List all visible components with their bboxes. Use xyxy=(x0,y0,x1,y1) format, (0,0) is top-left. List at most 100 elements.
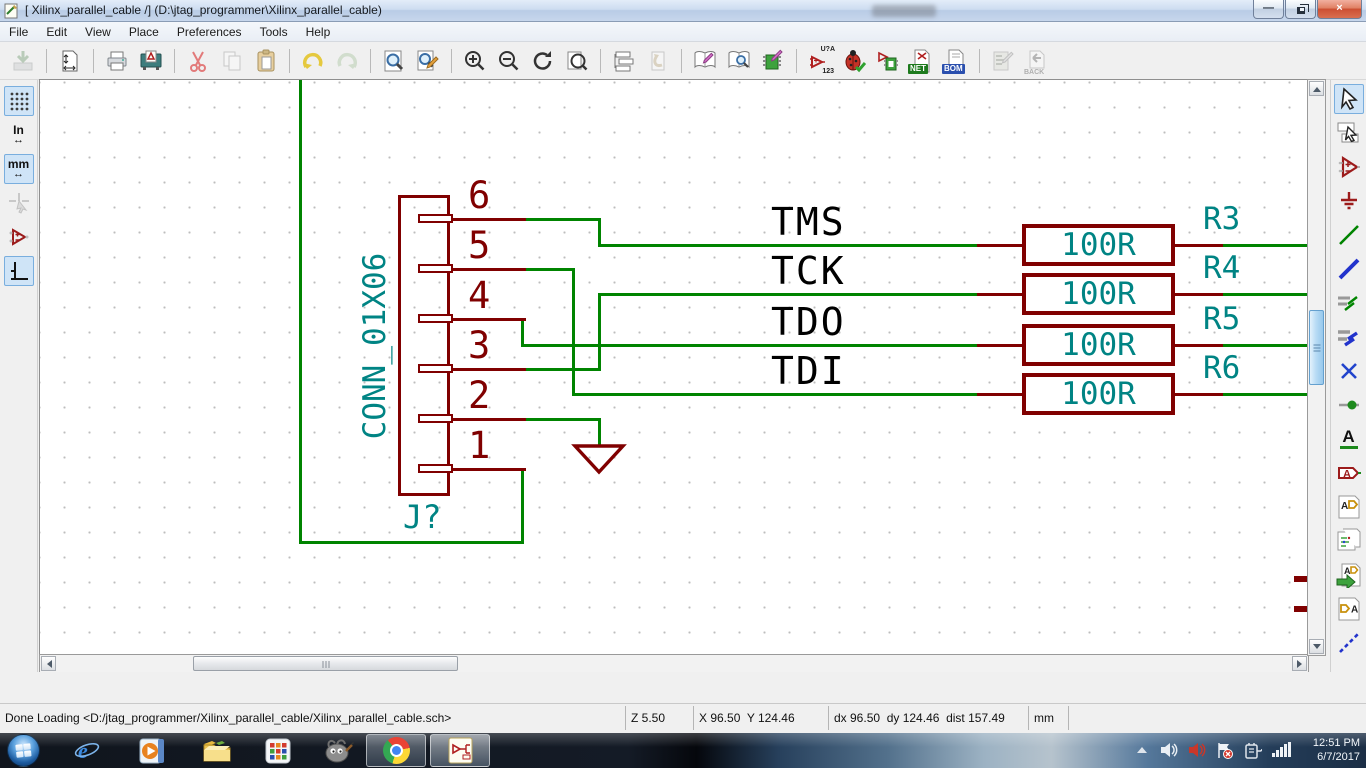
taskbar-chrome[interactable] xyxy=(366,734,426,767)
select-tool-button[interactable] xyxy=(1333,84,1364,114)
assign-footprints-button[interactable] xyxy=(873,46,903,76)
connector-value[interactable]: CONN_01X06 xyxy=(357,252,393,440)
net-label-tck[interactable]: TCK xyxy=(771,249,846,293)
minimize-button[interactable]: — xyxy=(1253,0,1284,19)
place-sheet-pin-button[interactable]: A xyxy=(1334,594,1364,624)
taskbar-media-player[interactable] xyxy=(125,734,179,767)
volume-mixer-icon[interactable] xyxy=(1188,742,1206,758)
pin-line[interactable] xyxy=(450,268,526,271)
resistor-lead[interactable] xyxy=(1174,293,1223,296)
resistor-lead[interactable] xyxy=(977,393,1023,396)
net-label-tdi[interactable]: TDI xyxy=(771,349,846,393)
units-inches-button[interactable]: In↔ xyxy=(4,120,34,150)
leave-sheet-button[interactable] xyxy=(643,46,673,76)
scroll-left-arrow[interactable] xyxy=(41,656,56,671)
save-button[interactable] xyxy=(8,46,38,76)
pin-line[interactable] xyxy=(450,468,526,471)
restore-button[interactable] xyxy=(1285,0,1316,19)
wire-segment[interactable] xyxy=(1222,244,1308,247)
wire-segment[interactable] xyxy=(598,293,601,371)
place-global-label-button[interactable]: A xyxy=(1334,458,1364,488)
zoom-fit-button[interactable] xyxy=(562,46,592,76)
vertical-scrollbar[interactable] xyxy=(1308,80,1325,655)
resistor-r6[interactable]: 100R xyxy=(1022,373,1175,415)
place-hierarchical-sheet-button[interactable] xyxy=(1334,526,1364,556)
scroll-down-arrow[interactable] xyxy=(1309,639,1324,654)
horizontal-scrollbar[interactable] xyxy=(40,655,1308,672)
place-graphic-line-button[interactable] xyxy=(1334,628,1364,658)
hierarchy-navigator-button[interactable] xyxy=(609,46,639,76)
show-hidden-pins-button[interactable] xyxy=(4,222,34,252)
schematic-canvas[interactable]: 6 5 4 3 2 1 CONN_01X06 J? TMS TCK TDO TD… xyxy=(40,80,1308,655)
tray-expand-icon[interactable] xyxy=(1136,745,1148,755)
wire-segment[interactable] xyxy=(299,541,524,544)
wire-tdi[interactable] xyxy=(572,393,978,396)
redraw-button[interactable] xyxy=(528,46,558,76)
print-button[interactable] xyxy=(102,46,132,76)
menu-preferences[interactable]: Preferences xyxy=(176,24,242,39)
erc-check-button[interactable] xyxy=(839,46,869,76)
wire-segment[interactable] xyxy=(521,469,524,544)
place-junction-button[interactable] xyxy=(1334,390,1364,420)
resistor-r4[interactable]: 100R xyxy=(1022,273,1175,315)
resistor-lead[interactable] xyxy=(977,244,1023,247)
taskbar-explorer[interactable] xyxy=(190,734,244,767)
wire-segment[interactable] xyxy=(598,418,601,446)
wire-segment[interactable] xyxy=(1222,344,1308,347)
resistor-lead[interactable] xyxy=(1174,344,1223,347)
place-bus-button[interactable] xyxy=(1334,254,1364,284)
close-button[interactable]: × xyxy=(1317,0,1362,19)
wire-segment[interactable] xyxy=(521,318,524,347)
start-button[interactable] xyxy=(7,734,40,767)
cut-button[interactable] xyxy=(183,46,213,76)
resistor-reference[interactable]: R3 xyxy=(1203,201,1241,237)
taskbar-internet-explorer[interactable]: e xyxy=(60,734,114,767)
menu-edit[interactable]: Edit xyxy=(46,24,68,39)
grid-toggle-button[interactable] xyxy=(3,86,34,116)
resistor-lead[interactable] xyxy=(1174,244,1223,247)
wire-segment[interactable] xyxy=(524,368,601,371)
connector-body[interactable] xyxy=(398,195,450,496)
resistor-reference[interactable]: R4 xyxy=(1203,250,1241,286)
run-pcbnew-button[interactable] xyxy=(988,46,1018,76)
units-mm-button[interactable]: mm↔ xyxy=(3,154,34,184)
copy-button[interactable] xyxy=(217,46,247,76)
wire-segment[interactable] xyxy=(524,268,575,271)
wire-tms[interactable] xyxy=(598,244,978,247)
highlight-net-button[interactable] xyxy=(1334,118,1364,148)
volume-icon[interactable] xyxy=(1160,742,1178,758)
wire-segment[interactable] xyxy=(572,268,575,396)
scroll-right-arrow[interactable] xyxy=(1292,656,1307,671)
zoom-out-button[interactable] xyxy=(494,46,524,76)
library-browser-button[interactable] xyxy=(724,46,754,76)
action-center-icon[interactable] xyxy=(1216,742,1234,759)
bom-button[interactable]: BOM xyxy=(941,46,971,76)
connector-reference[interactable]: J? xyxy=(403,498,442,536)
import-sheet-pin-button[interactable]: A xyxy=(1334,560,1364,590)
find-replace-button[interactable] xyxy=(413,46,443,76)
scroll-up-arrow[interactable] xyxy=(1309,81,1324,96)
netlist-button[interactable]: NET xyxy=(907,46,937,76)
cursor-shape-button[interactable] xyxy=(4,188,34,218)
wire-segment[interactable] xyxy=(524,218,601,221)
pin-line[interactable] xyxy=(450,368,526,371)
redo-button[interactable] xyxy=(332,46,362,76)
find-button[interactable] xyxy=(379,46,409,76)
undo-button[interactable] xyxy=(298,46,328,76)
menu-file[interactable]: File xyxy=(9,24,29,39)
vertical-scroll-thumb[interactable] xyxy=(1309,310,1324,385)
resistor-r3[interactable]: 100R xyxy=(1022,224,1175,266)
page-settings-button[interactable] xyxy=(55,46,85,76)
wire-segment[interactable] xyxy=(1222,393,1308,396)
zoom-in-button[interactable] xyxy=(460,46,490,76)
net-label-tms[interactable]: TMS xyxy=(771,200,846,244)
wire-segment[interactable] xyxy=(299,80,302,544)
place-power-port-button[interactable] xyxy=(1334,186,1364,216)
gnd-symbol[interactable] xyxy=(571,443,627,475)
taskbar-eeschema[interactable] xyxy=(430,734,490,767)
place-hierarchical-label-button[interactable]: A xyxy=(1334,492,1364,522)
back-annotate-button[interactable]: BACK xyxy=(1022,46,1052,76)
wire-segment[interactable] xyxy=(524,418,601,421)
place-component-button[interactable] xyxy=(1334,152,1364,182)
